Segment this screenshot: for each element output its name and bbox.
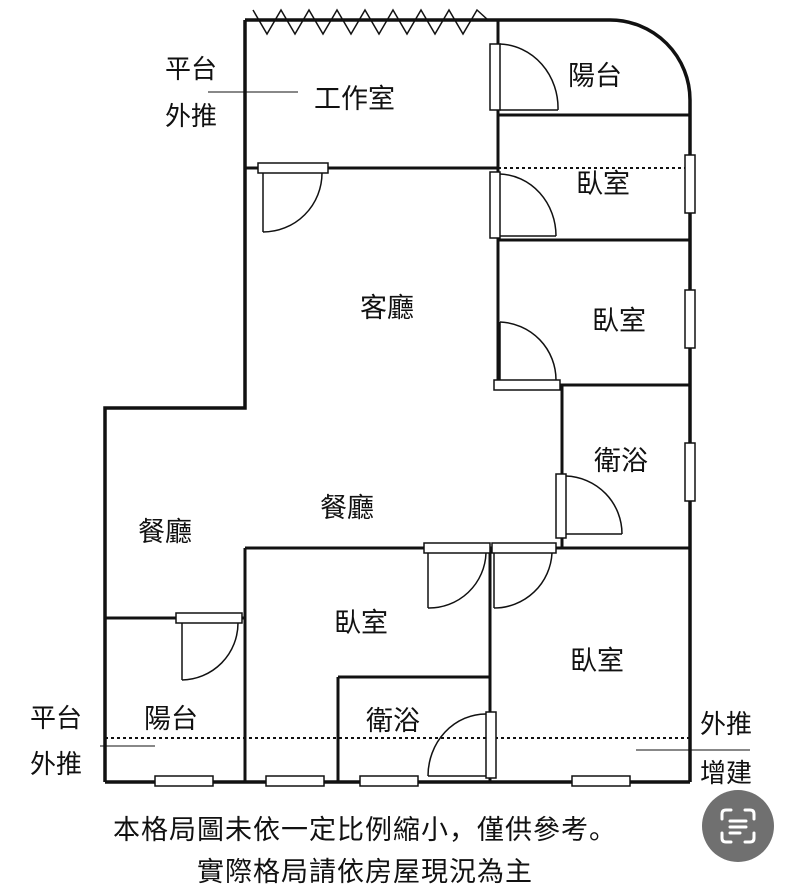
disclaimer-line-2: 實際格局請依房屋現況為主 <box>197 857 533 888</box>
disclaimer-line-1: 本格局圖未依一定比例縮小，僅供參考。 <box>113 815 617 846</box>
note-bottom-left-2: 外推 <box>30 750 82 780</box>
dotted-lines <box>105 167 690 739</box>
room-living: 客廳 <box>360 293 414 324</box>
room-bedroom-4: 臥室 <box>570 646 624 677</box>
note-top-left-1: 平台 <box>165 55 217 85</box>
windows <box>154 154 696 787</box>
room-dining-left: 餐廳 <box>138 517 192 548</box>
note-bottom-right-1: 外推 <box>700 710 752 740</box>
scan-text-button[interactable] <box>702 790 774 862</box>
room-dining-center: 餐廳 <box>320 493 374 524</box>
note-bottom-right-2: 增建 <box>700 759 752 789</box>
scan-text-icon <box>720 808 756 844</box>
room-studio: 工作室 <box>314 84 395 115</box>
doors <box>175 43 623 779</box>
room-bathroom-right: 衛浴 <box>594 446 648 477</box>
room-bedroom-2: 臥室 <box>592 306 646 337</box>
room-balcony-bottom: 陽台 <box>144 704 198 735</box>
room-balcony-top: 陽台 <box>568 61 622 92</box>
note-bottom-left-1: 平台 <box>30 704 82 734</box>
room-bedroom-1: 臥室 <box>576 169 630 200</box>
room-bedroom-3: 臥室 <box>334 608 388 639</box>
room-bathroom-bottom: 衛浴 <box>366 706 420 737</box>
leader-lines <box>100 91 750 751</box>
folding-door <box>252 8 489 36</box>
note-top-left-2: 外推 <box>165 102 217 132</box>
